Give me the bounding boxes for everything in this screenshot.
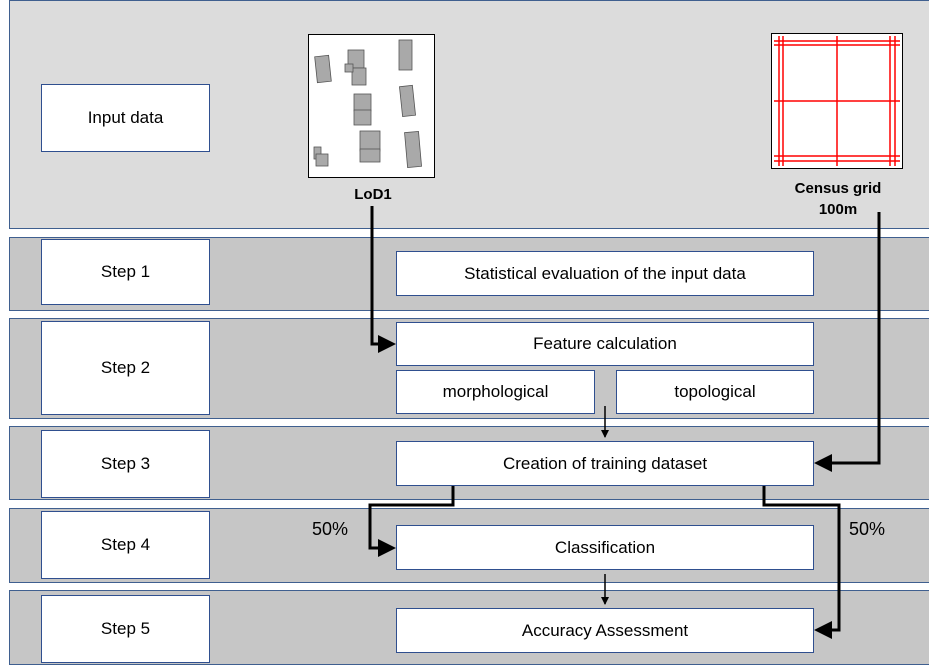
training-dataset-box: Creation of training dataset: [396, 441, 814, 486]
morphological-box: morphological: [396, 370, 595, 414]
feature-calculation-box: Feature calculation: [396, 322, 814, 366]
statistical-evaluation-box: Statistical evaluation of the input data: [396, 251, 814, 296]
classification-box: Classification: [396, 525, 814, 570]
training-to-accuracy-arrow: [762, 486, 841, 639]
census-grid-image: [771, 33, 903, 169]
census-grid-label: Census grid: [794, 180, 882, 197]
left-split-percent: 50%: [312, 519, 349, 539]
training-to-classification-arrow: [368, 486, 455, 557]
step4-label: Step 4: [41, 511, 210, 579]
topological-box: topological: [616, 370, 814, 414]
step1-label: Step 1: [41, 239, 210, 305]
right-split-percent: 50%: [849, 519, 886, 539]
lod1-label: LoD1: [354, 186, 392, 203]
step2-label: Step 2: [41, 321, 210, 415]
input-data-label: Input data: [41, 84, 210, 152]
accuracy-assessment-box: Accuracy Assessment: [396, 608, 814, 653]
census-to-training-arrow: [814, 212, 881, 472]
lod1-to-feature-arrow: [370, 206, 396, 353]
step5-label: Step 5: [41, 595, 210, 663]
step3-label: Step 3: [41, 430, 210, 498]
lod1-buildings-image: [308, 34, 435, 178]
census-grid-size-label: 100m: [818, 201, 858, 218]
